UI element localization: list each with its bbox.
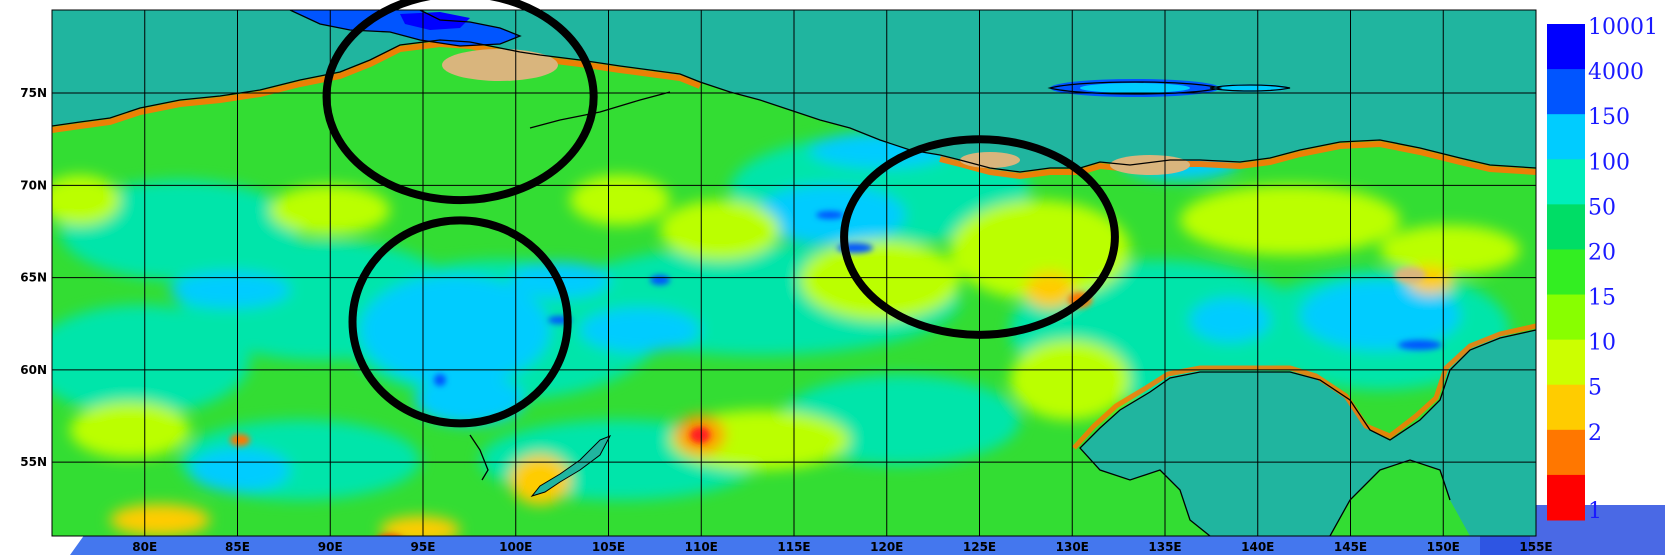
legend-label: 10 [1588, 331, 1616, 356]
longitude-label: 135E [1148, 540, 1181, 554]
latitude-label: 65N [20, 271, 47, 285]
legend-swatch [1547, 249, 1585, 296]
legend-label: 15 [1588, 286, 1616, 311]
legend-swatch [1547, 114, 1585, 160]
legend-label: 10001 [1588, 15, 1658, 40]
okhotsk-coast-fringe [1072, 323, 1536, 450]
legend-label: 100 [1588, 150, 1630, 175]
longitude-label: 120E [870, 540, 903, 554]
severnaya-zemlya-core [400, 12, 470, 30]
legend-label: 50 [1588, 195, 1616, 220]
east-circle [840, 135, 1119, 339]
longitude-labels: 80E 85E 90E 95E 100E 105E 110E 115E 120E 125E 130E… [132, 540, 1552, 554]
arctic-coast-fringe [52, 40, 702, 133]
longitude-label: 85E [225, 540, 250, 554]
legend-swatch [1547, 384, 1585, 431]
legend-swatch [1547, 474, 1585, 521]
longitude-label: 150E [1427, 540, 1460, 554]
highlight-circles [322, 0, 1119, 428]
taimyr-highland [442, 49, 558, 81]
sea-of-okhotsk [1080, 330, 1536, 536]
longitude-label: 145E [1334, 540, 1367, 554]
new-siberian-islands-inner [1080, 83, 1190, 93]
legend-swatch [1547, 159, 1585, 205]
legend-label: 2 [1588, 421, 1602, 446]
color-legend: 10001 4000 150 100 50 20 15 10 5 2 1 [1547, 15, 1658, 524]
longitude-label: 80E [132, 540, 157, 554]
longitude-label: 125E [963, 540, 996, 554]
severnaya-zemlya [290, 10, 520, 46]
legend-label: 20 [1588, 240, 1616, 265]
legend-label: 5 [1588, 376, 1602, 401]
legend-swatch [1547, 69, 1585, 115]
arctic-coast-fringe-east [939, 140, 1536, 180]
graticule [52, 10, 1536, 536]
legend-swatch [1547, 24, 1585, 70]
lake-baikal [530, 435, 612, 497]
longitude-label: 90E [318, 540, 343, 554]
map-plot-area [52, 10, 1536, 536]
latitude-label: 55N [20, 455, 47, 469]
lena-delta-highland [960, 152, 1020, 168]
east-highland [1110, 155, 1190, 175]
legend-label: 150 [1588, 105, 1630, 130]
legend-swatch [1547, 204, 1585, 250]
longitude-label: 105E [592, 540, 625, 554]
longitude-label: 130E [1056, 540, 1089, 554]
latitude-label: 70N [20, 178, 47, 192]
latitude-label: 75N [20, 86, 47, 100]
latitude-label: 60N [20, 363, 47, 377]
legend-swatch [1547, 294, 1585, 341]
legend-label: 1 [1588, 499, 1602, 524]
map-frame [51, 9, 1537, 537]
longitude-label: 140E [1241, 540, 1274, 554]
longitude-label: 95E [411, 540, 436, 554]
legend-swatch [1547, 339, 1585, 386]
longitude-label: 100E [499, 540, 532, 554]
legend-label: 4000 [1588, 60, 1644, 85]
latitude-labels: 75N 70N 65N 60N 55N [20, 86, 47, 469]
longitude-label: 115E [777, 540, 810, 554]
legend-swatch [1547, 429, 1585, 476]
precip-field [52, 132, 1520, 536]
longitude-label: 110E [685, 540, 718, 554]
central-circle [348, 216, 572, 428]
north-circle [322, 0, 598, 205]
longitude-label: 155E [1519, 540, 1552, 554]
